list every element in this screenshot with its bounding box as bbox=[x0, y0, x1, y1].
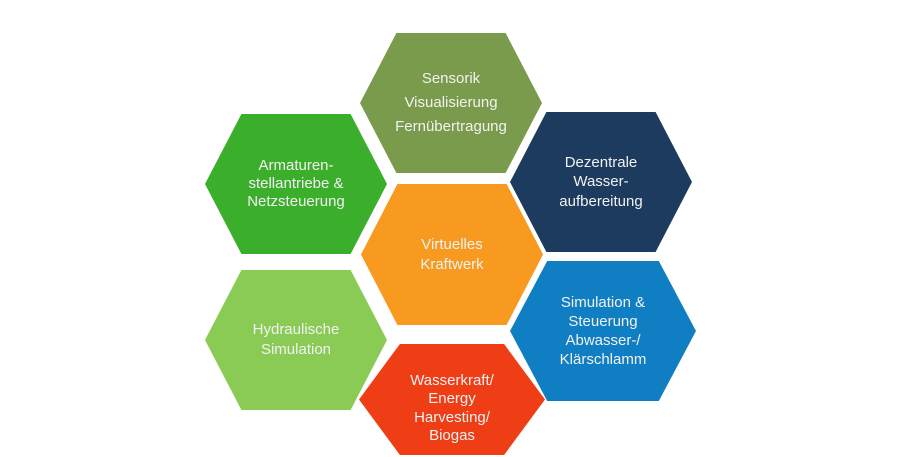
label-line: Fernübertragung bbox=[395, 118, 507, 135]
label-line: Wasserkraft/ bbox=[410, 371, 494, 389]
label-line: Abwasser-/ bbox=[565, 332, 641, 349]
hexagon-simulation-steuerung-abwasser-klaerschlamm: Simulation & Steuerung Abwasser-/ Klärsc… bbox=[510, 261, 696, 401]
hexagon-sensorik-visualisierung-fernuebertragung: Sensorik Visualisierung Fernübertragung bbox=[360, 33, 542, 173]
label-line: Netzsteuerung bbox=[247, 193, 345, 211]
label-line: Virtuelles bbox=[421, 235, 483, 253]
label-line: aufbereitung bbox=[559, 192, 643, 210]
hexagon-hydraulische-simulation: Hydraulische Simulation bbox=[205, 270, 387, 410]
label-line: Kraftwerk bbox=[420, 255, 484, 273]
label-line: Dezentrale bbox=[564, 153, 638, 171]
hexagon-label: Dezentrale Wasser- aufbereitung bbox=[510, 153, 692, 212]
hexagon-label: Armaturen- stellantriebe & Netzsteuerung bbox=[205, 157, 387, 212]
label-line: Steuerung bbox=[568, 312, 638, 330]
hexagon-label: Simulation & Steuerung Abwasser-/ Klärsc… bbox=[510, 293, 696, 369]
hexagon-label: Sensorik Visualisierung Fernübertragung bbox=[360, 67, 542, 139]
hexagon-dezentrale-wasseraufbereitung: Dezentrale Wasser- aufbereitung bbox=[510, 112, 692, 252]
label-line: Biogas bbox=[429, 426, 475, 444]
hexagon-wasserkraft-energy-harvesting-biogas: Wasserkraft/ Energy Harvesting/ Biogas bbox=[359, 344, 545, 455]
label-line: Simulation & bbox=[560, 293, 646, 311]
label-line: Visualisierung bbox=[404, 94, 498, 111]
label-line: Hydraulische bbox=[252, 321, 340, 339]
label-line: stellantriebe & bbox=[248, 174, 344, 192]
hexagon-armaturenstellantriebe-netzsteuerung: Armaturen- stellantriebe & Netzsteuerung bbox=[205, 114, 387, 254]
label-line: Klärschlamm bbox=[559, 351, 647, 369]
label-line: Sensorik bbox=[421, 70, 481, 87]
label-line: Armaturen- bbox=[258, 156, 334, 174]
label-line: Energy bbox=[428, 390, 476, 408]
hexagon-label: Wasserkraft/ Energy Harvesting/ Biogas bbox=[359, 372, 545, 445]
label-line: Harvesting/ bbox=[414, 408, 490, 426]
label-line: Simulation bbox=[260, 341, 332, 358]
label-line: Wasser- bbox=[573, 173, 629, 191]
hexagon-label: Virtuelles Kraftwerk bbox=[361, 235, 543, 275]
hexagon-label: Hydraulische Simulation bbox=[205, 320, 387, 360]
hexagon-virtuelles-kraftwerk: Virtuelles Kraftwerk bbox=[361, 184, 543, 325]
